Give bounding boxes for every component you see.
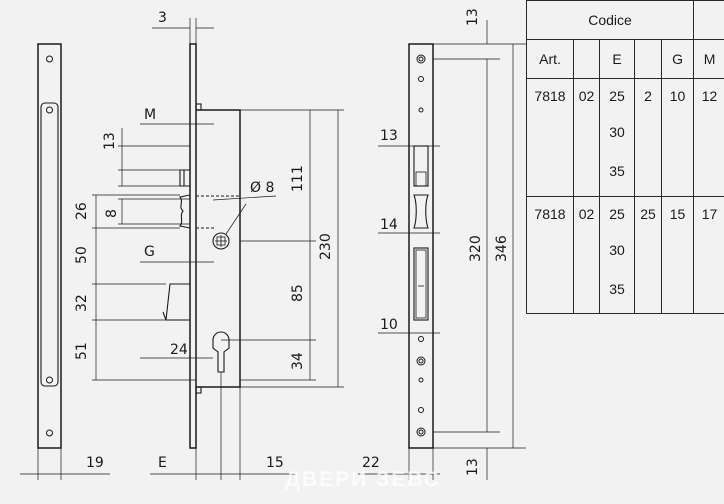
cell-code: 02	[578, 88, 595, 104]
dim-10: 10	[380, 317, 398, 333]
dim-85: 85	[290, 284, 306, 302]
faceplate-front-view	[37, 43, 62, 449]
lock-body-side-view	[162, 43, 241, 449]
dim-13-bottom: 13	[465, 458, 481, 476]
dim-230: 230	[318, 233, 334, 260]
dim-E: E	[158, 455, 167, 471]
dim-24: 24	[170, 342, 188, 358]
table-title: Codice	[525, 0, 695, 40]
dim-32: 32	[74, 294, 90, 312]
cell-m: 17	[701, 205, 718, 222]
dim-13-left: 13	[102, 132, 118, 150]
header-art: Art.	[526, 39, 574, 79]
dim-22: 22	[362, 455, 380, 471]
table-row: 7818 02 25 30 35 2 10 12	[526, 78, 724, 197]
cell-art: 7818	[534, 88, 566, 104]
dim-26: 26	[74, 202, 90, 220]
dim-8-left: 8	[104, 209, 120, 218]
header-m: M	[693, 39, 724, 79]
cell-e: 35	[609, 280, 625, 297]
dim-M: M	[144, 107, 156, 123]
cell-g: 15	[669, 205, 686, 222]
cell-x: 25	[640, 205, 656, 222]
dim-51: 51	[74, 342, 90, 360]
cell-e: 30	[609, 124, 625, 140]
table-row: 7818 02 25 30 35 25 15 17	[526, 195, 724, 314]
header-code	[573, 39, 600, 79]
dimension-labels: 3 M 13 26 8 50 G 32 51 24 Ø 8 111 230 85…	[74, 8, 510, 476]
faceplate-edge-view	[408, 43, 434, 449]
right-dimension-lines	[358, 20, 526, 480]
cell-e: 35	[609, 163, 625, 179]
dim-346: 346	[494, 235, 510, 262]
cell-e: 30	[609, 241, 625, 258]
code-table: Codice Art. E G M 7818 02 25 30 35 2 10 …	[525, 0, 724, 314]
dim-111: 111	[290, 165, 306, 192]
dim-19: 19	[86, 455, 104, 471]
cell-m: 12	[701, 88, 718, 104]
cell-code: 02	[578, 205, 595, 222]
cell-e: 25	[609, 88, 625, 104]
dim-14: 14	[380, 217, 398, 233]
dim-13-top: 13	[465, 8, 481, 26]
table-title-empty	[693, 0, 724, 40]
dim-13-side: 13	[380, 128, 398, 144]
dim-34: 34	[290, 352, 306, 370]
dim-3: 3	[158, 10, 167, 26]
cell-e: 25	[609, 205, 625, 222]
dim-50: 50	[74, 246, 90, 264]
header-e: E	[599, 39, 635, 79]
dim-G: G	[144, 244, 155, 260]
dim-15: 15	[266, 455, 284, 471]
cell-art: 7818	[534, 205, 566, 222]
middle-dimension-lines	[20, 18, 344, 480]
dim-320: 320	[468, 235, 484, 262]
watermark: ДВЕРИ ЗЕВС	[285, 468, 441, 491]
cell-g: 10	[669, 88, 686, 104]
header-x	[634, 39, 662, 79]
cell-x: 2	[644, 88, 652, 104]
header-g: G	[660, 39, 695, 79]
dim-diameter-8: Ø 8	[250, 180, 274, 196]
